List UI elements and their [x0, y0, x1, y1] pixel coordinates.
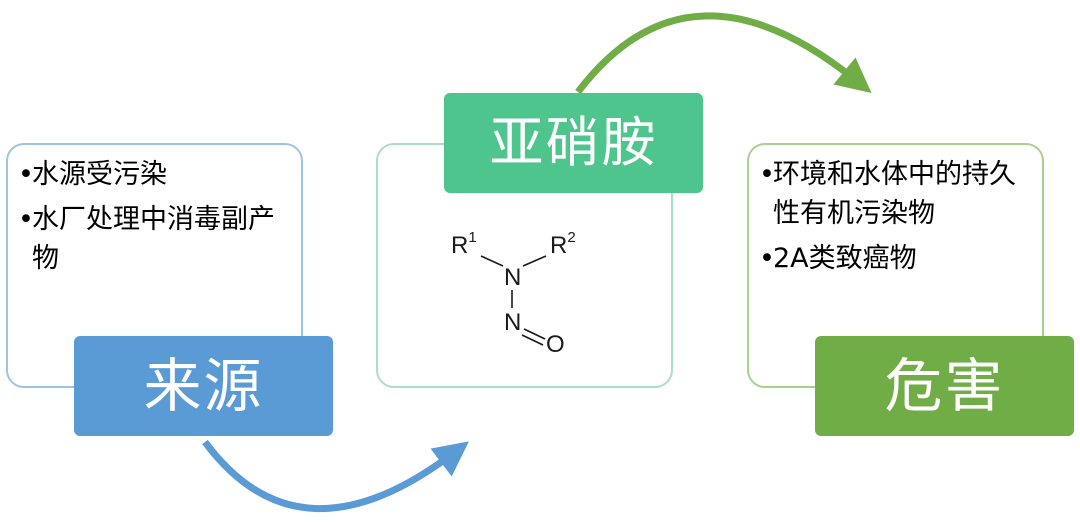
- bond-r1-n: [480, 255, 504, 267]
- nitrosamine-structure: R1 R2 N N O: [451, 229, 576, 358]
- harm-bullet-item: 2A类致癌物: [759, 239, 1030, 278]
- bond-n-o-2: [521, 334, 544, 346]
- source-bullet-item: 水源受污染: [18, 155, 289, 194]
- bond-n-o-1: [523, 328, 546, 340]
- source-bullet-list: 水源受污染 水厂处理中消毒副产物: [18, 155, 289, 284]
- r2-label: R2: [550, 229, 576, 259]
- harm-title: 危害: [815, 336, 1074, 436]
- nitrosamine-title: 亚硝胺: [444, 93, 703, 193]
- bond-n-r2: [522, 255, 547, 267]
- harm-bullet-list: 环境和水体中的持久性有机污染物 2A类致癌物: [759, 155, 1030, 284]
- nitrosamine-to-harm-arrow: [575, 12, 872, 95]
- source-to-nitrosamine-arrow: [202, 439, 469, 512]
- harm-bullet-item: 环境和水体中的持久性有机污染物: [759, 155, 1030, 233]
- o-label: O: [546, 331, 565, 358]
- n1-label: N: [504, 264, 521, 291]
- source-title: 来源: [74, 336, 333, 436]
- source-bullet-item: 水厂处理中消毒副产物: [18, 200, 289, 278]
- r1-label: R1: [451, 229, 477, 259]
- n2-label: N: [504, 309, 521, 336]
